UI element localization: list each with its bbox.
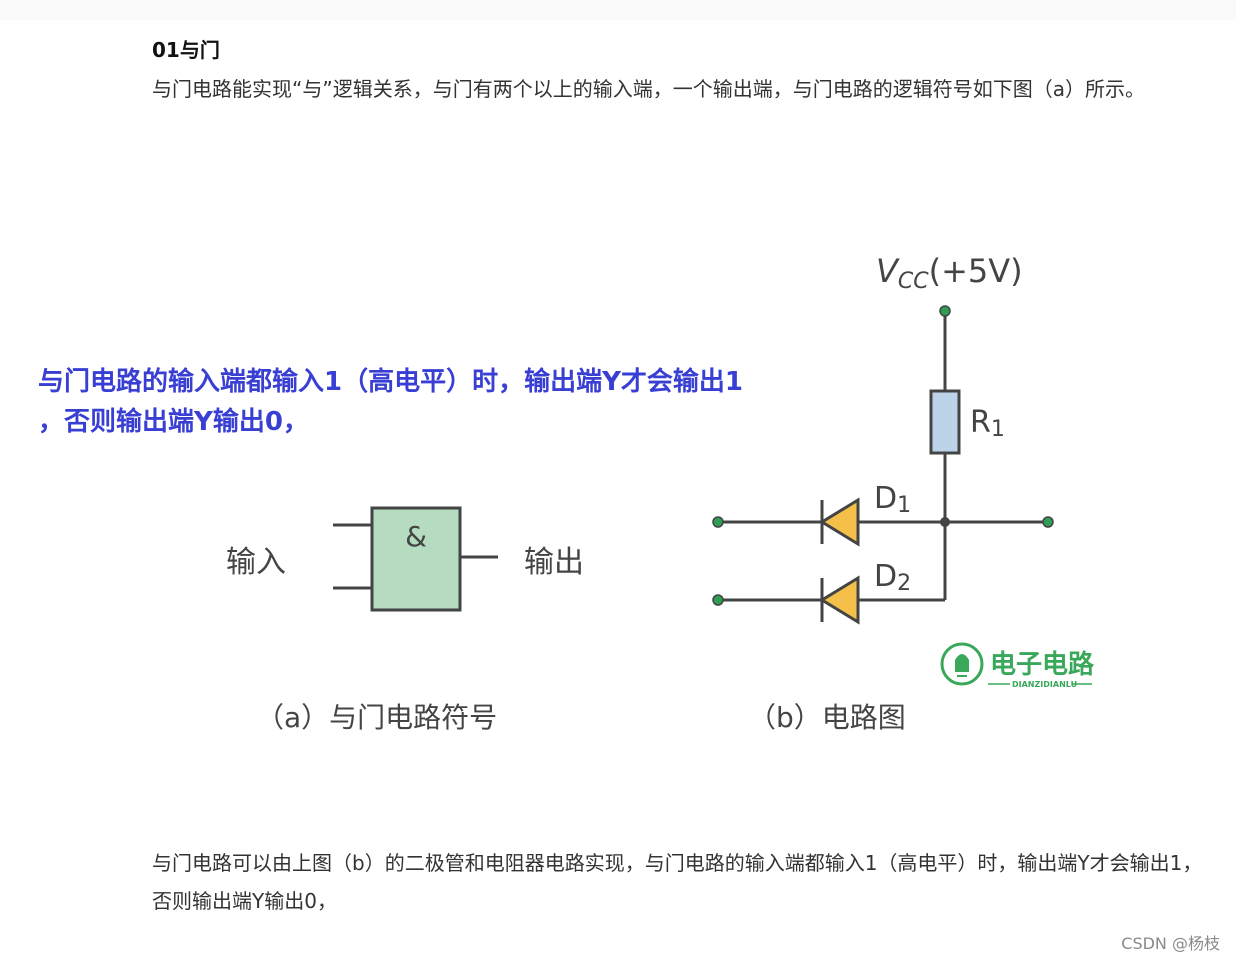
logo-subtext: DIANZIDIANLU: [1012, 680, 1077, 689]
output-label: 输出: [524, 545, 584, 580]
d2-label: D2: [874, 559, 911, 596]
d1-label: D1: [874, 481, 911, 518]
logo-bulb-icon: [940, 642, 984, 686]
caption-b: （b）电路图: [748, 701, 906, 734]
r1-label: R1: [970, 405, 1005, 442]
resistor-r1: [929, 389, 961, 455]
caption-a: （a）与门电路符号: [256, 701, 498, 734]
diode-d1: [819, 497, 860, 547]
csdn-watermark: CSDN @杨枝: [1121, 934, 1220, 953]
circuit-diagram: VCC(+5V) R1 D1 D2: [712, 252, 1054, 625]
electronics-logo: 电子电路 DIANZIDIANLU: [940, 642, 1095, 689]
highlight-note: 与门电路的输入端都输入1（高电平）时，输出端Y才会输出1 ，否则输出端Y输出0，: [38, 362, 918, 442]
explanation-paragraph: 与门电路可以由上图（b）的二极管和电阻器电路实现，与门电路的输入端都输入1（高电…: [152, 851, 1203, 913]
input2-node: [712, 594, 724, 606]
input-label: 输入: [226, 545, 286, 580]
vcc-node: [939, 305, 951, 317]
output-node: [1042, 516, 1054, 528]
and-gate-symbol: &: [333, 506, 498, 612]
logo-text: 电子电路: [990, 649, 1095, 680]
gate-ampersand: &: [405, 520, 427, 553]
intro-paragraph: 与门电路能实现“与”逻辑关系，与门有两个以上的输入端，一个输出端，与门电路的逻辑…: [152, 77, 1145, 101]
vcc-label: VCC(+5V): [876, 252, 1023, 294]
section-heading: 01与门: [152, 38, 220, 62]
input1-node: [712, 516, 724, 528]
diode-d2: [819, 575, 860, 625]
highlight-line-2: ，否则输出端Y输出0，: [38, 407, 309, 437]
highlight-line-1: 与门电路的输入端都输入1（高电平）时，输出端Y才会输出1: [38, 367, 744, 397]
top-bar: [0, 0, 1236, 20]
